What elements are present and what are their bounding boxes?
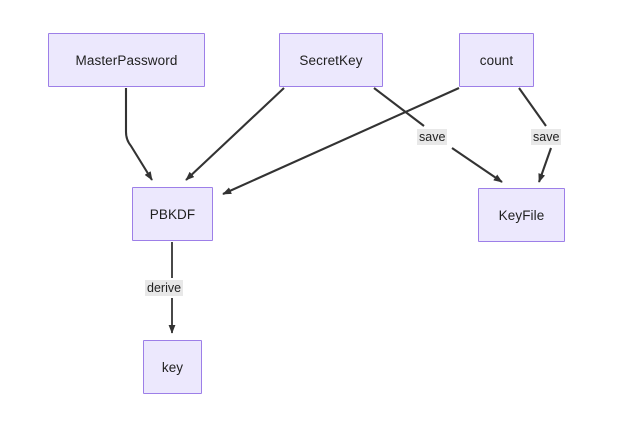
node-key[interactable]: key <box>143 340 202 394</box>
node-pbkdf-label: PBKDF <box>149 206 196 222</box>
node-key-label: key <box>161 359 184 375</box>
edge-secretkey-to-keyfile-tail <box>451 147 503 183</box>
edge-secretkey-to-keyfile <box>373 87 425 127</box>
node-keyfile-label: KeyFile <box>498 207 545 223</box>
node-pbkdf[interactable]: PBKDF <box>132 187 213 241</box>
node-keyfile[interactable]: KeyFile <box>478 188 565 242</box>
node-secretkey[interactable]: SecretKey <box>279 33 383 87</box>
node-masterpassword[interactable]: MasterPassword <box>48 33 205 87</box>
node-masterpassword-label: MasterPassword <box>75 52 178 68</box>
node-count-label: count <box>479 52 514 68</box>
node-count[interactable]: count <box>459 33 534 87</box>
edge-secretkey-to-pbkdf <box>185 87 285 181</box>
edge-label-derive-pbkdf-key: derive <box>145 280 184 296</box>
node-secretkey-label: SecretKey <box>299 52 363 68</box>
edge-masterpassword-to-pbkdf <box>124 88 153 181</box>
edge-count-to-pbkdf <box>222 87 460 195</box>
edge-label-save-secretkey-keyfile: save <box>417 129 448 145</box>
edge-count-to-keyfile <box>518 87 547 127</box>
edge-count-to-keyfile-tail <box>538 147 552 183</box>
edge-label-save-count-keyfile: save <box>531 129 562 145</box>
